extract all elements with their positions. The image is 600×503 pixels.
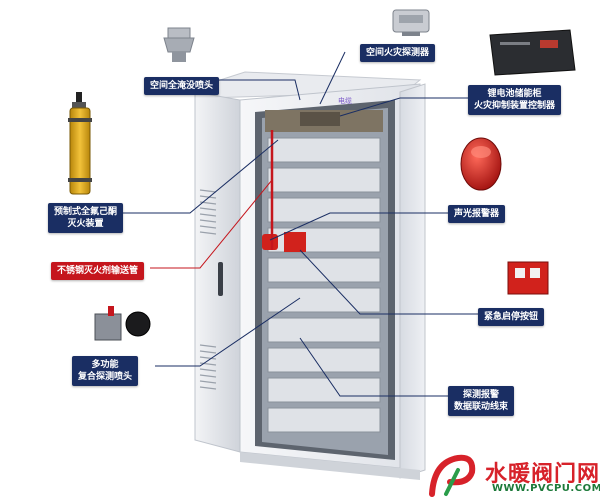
label-controller: 锂电池储能柜 火灾抑制装置控制器 — [468, 85, 562, 115]
label-flooding-nozzle: 空间全淹没喷头 — [144, 77, 220, 95]
label-extinguisher: 预制式全氟己酮 灭火装置 — [48, 203, 124, 233]
leader-multi-nozzle — [155, 297, 301, 367]
label-fire-detector: 空间火灾探测器 — [360, 44, 436, 62]
multi-nozzle-icon — [94, 306, 151, 341]
label-pipe: 不锈钢灭火剂输送管 — [51, 262, 145, 280]
internal-alarm — [262, 234, 278, 250]
label-emergency-button: 紧急启停按钮 — [478, 308, 545, 326]
watermark-brand[interactable]: 水暖阀门网 — [485, 462, 600, 487]
internal-button — [284, 232, 306, 252]
leader-controller — [339, 97, 470, 117]
label-detection-harness: 探测报警 数据联动线束 — [448, 386, 515, 416]
leader-emergency-button — [299, 249, 480, 315]
door-handle — [218, 262, 223, 296]
leader-lines — [120, 51, 480, 397]
battery-cabinet — [194, 71, 426, 480]
leader-alarm — [269, 212, 450, 241]
door-louvers — [199, 189, 217, 390]
controller-icon — [489, 29, 576, 76]
watermark-url[interactable]: WWW.PVCPU.COM — [492, 483, 600, 494]
leader-fire-detector — [319, 51, 346, 105]
logo-icon — [429, 454, 476, 497]
label-multi-nozzle: 多功能 复合探测喷头 — [72, 356, 139, 386]
nozzle-icon — [163, 27, 195, 62]
battery-modules — [267, 137, 381, 433]
leader-extinguisher — [120, 139, 279, 214]
extinguisher-icon — [68, 92, 92, 195]
leader-flooding-nozzle — [200, 79, 301, 101]
alarm-icon — [460, 137, 502, 191]
label-alarm: 声光报警器 — [448, 205, 506, 223]
leader-detection-harness — [299, 337, 450, 397]
small-tag: 电缆 — [338, 97, 352, 105]
button-icon — [507, 261, 549, 295]
detector-icon — [392, 9, 430, 36]
leader-pipe — [150, 179, 273, 269]
